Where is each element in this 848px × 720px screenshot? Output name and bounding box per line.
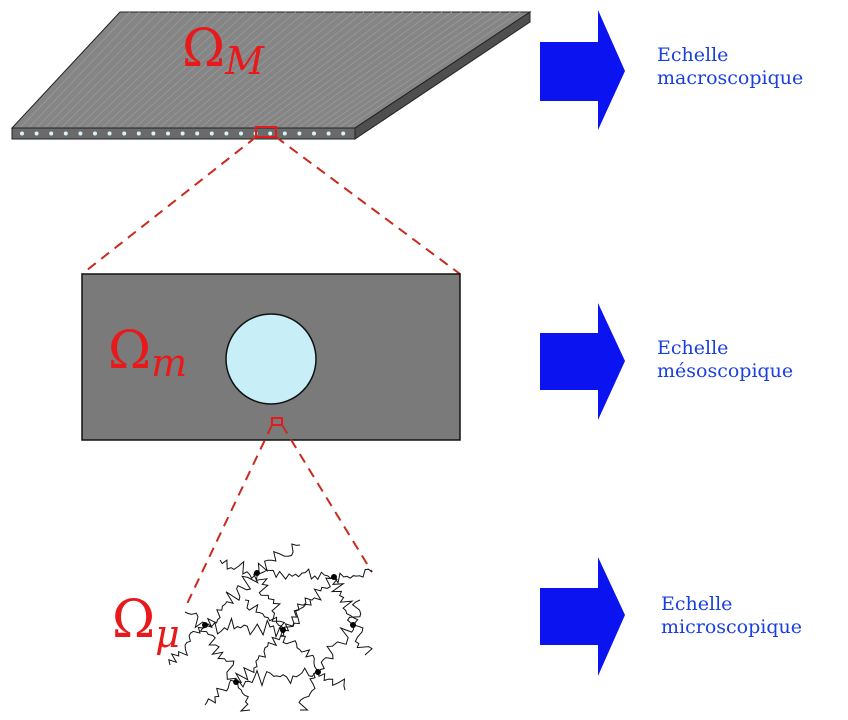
scale-label-macro: Echelle macroscopique [657, 44, 803, 90]
scale-label-micro-line1: Echelle [661, 593, 733, 615]
fibre-end [151, 131, 156, 136]
fibre-end [107, 131, 112, 136]
crosslink-node [202, 622, 208, 628]
polymer-chain [199, 624, 237, 682]
fibre-end [282, 131, 287, 136]
fibre-end [49, 131, 54, 136]
meso-zoom-box [271, 417, 283, 426]
macro-plate [10, 11, 532, 140]
dangling-chain [333, 568, 373, 585]
dangling-chain [298, 671, 319, 711]
crosslink-node [350, 622, 356, 628]
fibre-end [180, 131, 185, 136]
polymer-chain [204, 616, 284, 639]
meso-cell [81, 273, 461, 441]
crosslink-node [315, 669, 321, 675]
polymer-chain [235, 667, 319, 688]
dangling-chain [168, 624, 206, 666]
omega-micro-symbol: Ωμ [112, 590, 180, 656]
fibre-end [312, 131, 316, 136]
polymer-chain [234, 629, 285, 683]
right-arrow-icon [540, 557, 625, 676]
fibre-end [297, 131, 302, 136]
right-arrow-icon [540, 10, 625, 130]
fibre-end [268, 131, 273, 136]
dangling-chain [219, 559, 258, 580]
omega-macro-symbol: ΩM [182, 19, 265, 83]
zoom-lines-meso-to-micro [185, 424, 373, 607]
crosslink-node [254, 570, 260, 576]
polymer-chain [282, 576, 335, 631]
fibre-end [209, 131, 214, 136]
micro-crosslinks [202, 570, 356, 685]
fibre-end [136, 131, 141, 136]
dangling-chain [346, 599, 362, 626]
fibre-end [195, 131, 200, 136]
fibre-end [224, 131, 229, 136]
omega-meso-symbol: Ωm [108, 321, 187, 385]
fibre-end [166, 131, 170, 136]
macro-zoom-box [255, 126, 277, 138]
dangling-chain [204, 679, 237, 706]
right-arrow-icon [540, 303, 625, 420]
polymer-chain [330, 576, 359, 626]
scale-label-macro-line1: Echelle [657, 44, 729, 66]
fibre-end [122, 131, 127, 136]
fibre-end [326, 131, 331, 136]
scale-label-micro: Echelle microscopique [661, 593, 802, 639]
fibre-end [34, 131, 39, 136]
scale-label-macro-line2: macroscopique [657, 67, 804, 89]
fibre-end [239, 131, 243, 136]
zoom-lines-macro-to-meso [81, 136, 461, 275]
dangling-chain [184, 611, 206, 629]
micro-polymer-network [168, 543, 373, 712]
meso-inclusion [225, 313, 317, 405]
scale-label-micro-line2: microscopique [661, 616, 802, 638]
dangling-chain [235, 681, 251, 712]
fibre-end [78, 131, 83, 136]
crosslink-node [331, 574, 337, 580]
dangling-chain [244, 599, 284, 631]
scale-label-meso: Echelle mésoscopique [657, 337, 793, 383]
dangling-chain [256, 543, 301, 574]
dangling-chain [317, 671, 346, 691]
scale-label-meso-line1: Echelle [657, 337, 729, 359]
scale-label-meso-line2: mésoscopique [657, 360, 794, 382]
plate-fibre-lines [19, 11, 521, 129]
fibre-end [93, 131, 97, 136]
dangling-chain [282, 599, 312, 632]
fibre-end [20, 131, 24, 136]
polymer-chain [256, 568, 335, 581]
crosslink-node [233, 679, 239, 685]
polymer-chain [317, 624, 355, 673]
polymer-chain [279, 629, 319, 673]
polymer-chain [255, 573, 286, 631]
fibre-end [63, 131, 68, 136]
polymer-chain [204, 572, 259, 629]
dangling-chain [352, 624, 373, 656]
crosslink-node [280, 627, 286, 633]
fibre-end [341, 131, 346, 136]
